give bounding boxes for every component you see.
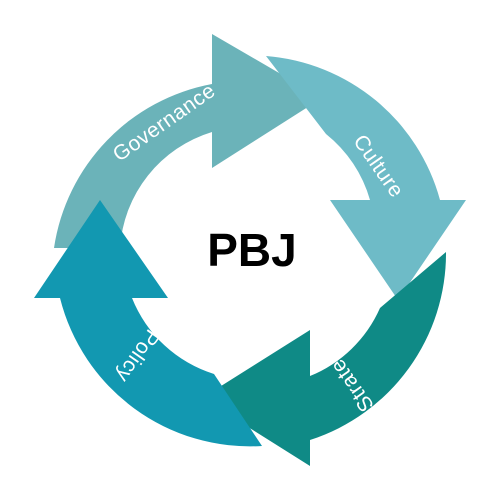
policy-arrow-shape (34, 200, 262, 447)
culture-arrow-shape (266, 56, 466, 300)
strategy-arrow-shape (202, 252, 447, 466)
center-label: PBJ (207, 224, 296, 276)
segment-policy: Policy (34, 200, 262, 447)
governance-arrow-shape (54, 34, 322, 248)
